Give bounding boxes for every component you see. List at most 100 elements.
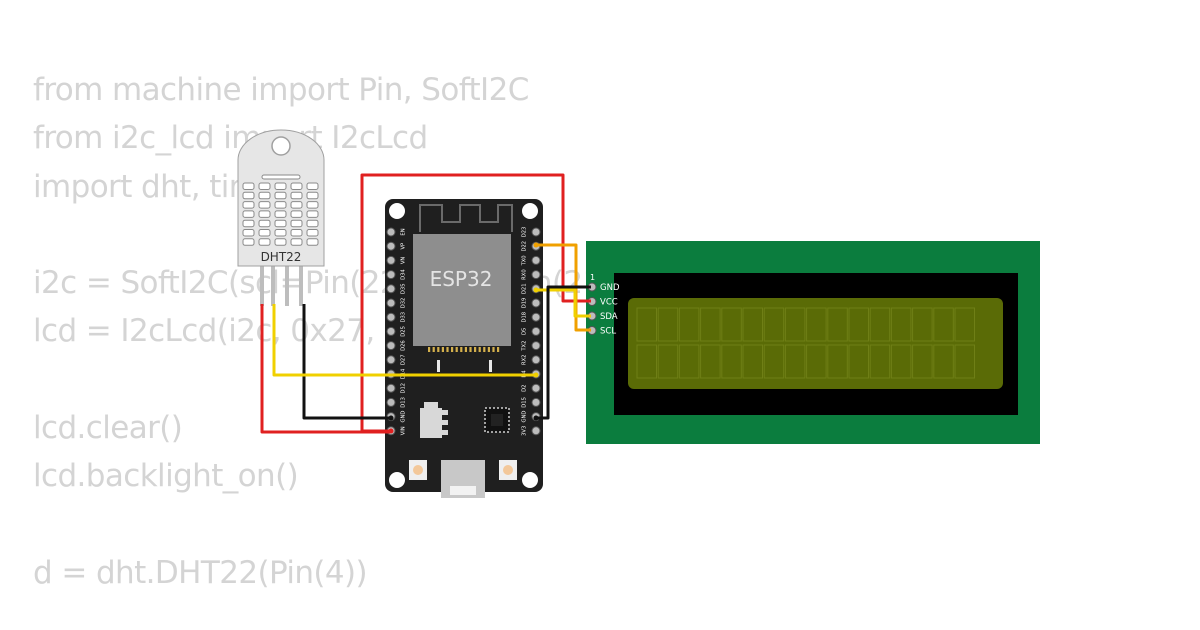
pin-d15-right[interactable] [531, 397, 541, 407]
pin-d25-left[interactable] [386, 326, 396, 336]
dht22-vent-hole [290, 201, 303, 209]
module-pad [489, 360, 492, 372]
lcd-char-cell [678, 344, 700, 379]
pin-d23-right[interactable] [531, 227, 541, 237]
lcd-char-cell [742, 307, 763, 342]
lcd-char-cell [678, 307, 700, 342]
wire-sda[interactable] [536, 288, 591, 318]
pin-label: 3V3 [522, 426, 528, 436]
pin-d26-left[interactable] [386, 341, 396, 351]
pin-label: D22 [522, 241, 528, 252]
dht22-vent-hole [274, 191, 287, 200]
lcd-char-cell [912, 344, 933, 379]
code-line: lcd.clear() [33, 410, 183, 447]
module-pad [487, 347, 490, 352]
pin-label: D33 [401, 312, 407, 323]
module-pad [478, 347, 481, 352]
dht22-vent-hole [306, 229, 319, 237]
wire-dht-vcc[interactable] [260, 304, 390, 434]
pin-label: D15 [522, 397, 528, 408]
pin-tx2-right[interactable] [531, 341, 541, 351]
regulator-pin [442, 420, 448, 425]
pin-label: EN [401, 228, 407, 235]
pin-tx0-right[interactable] [531, 255, 541, 265]
esp32-board[interactable]: ESP32 ENVPVND34D35D32D33D25D26D27D14D12D… [385, 199, 543, 498]
dht22-vent-hole [242, 219, 255, 228]
pin-d27-left[interactable] [386, 355, 396, 365]
pin-rx0-right[interactable] [531, 270, 541, 280]
pin-d32-left[interactable] [386, 298, 396, 308]
module-pad [455, 347, 458, 352]
dht22-lead [285, 262, 289, 306]
lcd-char-cell [933, 307, 954, 342]
dht22-sensor[interactable]: DHT22 [237, 129, 325, 306]
lcd-pin-label: GND [600, 283, 620, 293]
module-pad [483, 347, 486, 352]
module-pad [464, 347, 467, 352]
module-pad [437, 347, 440, 352]
regulator-pin [442, 430, 448, 435]
lcd-char-cell [721, 344, 742, 379]
regulator-pin [442, 410, 448, 415]
wires [260, 173, 591, 434]
dht22-vent-hole [242, 201, 255, 209]
dht22-vent-hole [242, 229, 255, 237]
lcd-char-cell [806, 344, 827, 379]
module-pad [451, 347, 454, 352]
dht22-vent-hole [258, 182, 271, 190]
lcd-char-cell [933, 344, 954, 379]
pin-d12-left[interactable] [386, 383, 396, 393]
pin-label: D21 [522, 283, 528, 294]
dht22-vent-hole [258, 219, 271, 228]
usb-chip-core [491, 414, 503, 426]
dht22-vent-hole [290, 210, 303, 218]
pin-d33-left[interactable] [386, 312, 396, 322]
pin-label: RX0 [522, 269, 528, 279]
boot-button[interactable] [413, 465, 423, 475]
wire-dht-data[interactable] [272, 304, 536, 377]
pin-en-left[interactable] [386, 227, 396, 237]
dht22-vent-hole [274, 182, 287, 190]
module-pad [474, 347, 477, 352]
pin-d2-right[interactable] [531, 383, 541, 393]
module-pad [497, 347, 500, 352]
dht22-lead [260, 262, 264, 306]
lcd-screen [628, 298, 1003, 389]
lcd-pin-label: VCC [600, 298, 618, 308]
pin-rx2-right[interactable] [531, 355, 541, 365]
dht22-vent-hole [258, 238, 271, 246]
pin-d5-right[interactable] [531, 326, 541, 336]
esp32-label: ESP32 [430, 267, 493, 291]
lcd-pin-label: SDA [600, 312, 618, 322]
pin-3v3-right[interactable] [531, 426, 541, 436]
lcd-char-cell [636, 344, 657, 379]
wire-end [388, 415, 394, 421]
lcd-char-cell [763, 344, 785, 379]
dht22-vent-hole [274, 201, 287, 209]
module-pad [441, 347, 444, 352]
wire-end [533, 415, 539, 421]
module-pad [432, 347, 435, 352]
pin-d13-left[interactable] [386, 397, 396, 407]
dht22-vent-hole [306, 201, 319, 209]
pin-d34-left[interactable] [386, 270, 396, 280]
pin-d35-left[interactable] [386, 284, 396, 294]
pin-vn-left[interactable] [386, 255, 396, 265]
dht22-lead [299, 262, 303, 306]
antenna-trace [419, 204, 513, 232]
pin-d19-right[interactable] [531, 298, 541, 308]
dht22-vent-hole [306, 219, 319, 228]
lcd-char-cell [700, 307, 721, 342]
wire-lcd-gnd[interactable] [536, 285, 591, 420]
pin-label: D34 [401, 269, 407, 280]
en-button[interactable] [503, 465, 513, 475]
dht22-vent-hole [242, 210, 255, 218]
pin-d18-right[interactable] [531, 312, 541, 322]
dht22-vent-slot [261, 174, 301, 180]
lcd-char-cell [869, 344, 891, 379]
pin-vp-left[interactable] [386, 241, 396, 251]
wire-end [533, 287, 539, 293]
wire-dht-gnd[interactable] [302, 304, 390, 420]
